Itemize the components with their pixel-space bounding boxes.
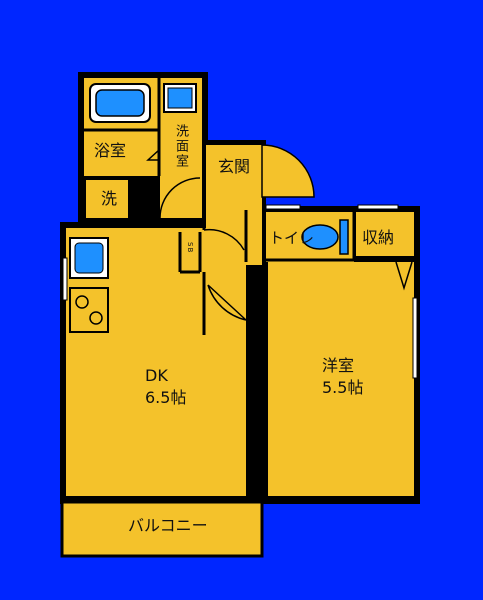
bathtub-basin: [95, 89, 145, 117]
toilet-bowl: [301, 224, 339, 250]
room-label-washroom: 洗面室: [172, 124, 188, 169]
balcony-floor: [60, 500, 264, 558]
room-label-bath: 浴室: [94, 141, 127, 160]
toilet-tank: [339, 219, 349, 255]
room-label-washer: 洗: [101, 189, 118, 208]
windows: [62, 204, 418, 379]
western-floor: [268, 262, 414, 496]
room-label-shoe-box: SB: [186, 242, 195, 254]
stove: [69, 287, 109, 333]
kitchen-sink-bowl: [74, 242, 104, 274]
room-label-balcony: バルコニー: [128, 516, 208, 535]
bath-lower-floor: [84, 130, 159, 176]
room-label-western: 洋室 5.5帖: [322, 356, 364, 398]
room-label-dk: DK 6.5帖: [145, 366, 187, 408]
dk-size: 6.5帖: [145, 388, 187, 408]
dk-name: DK: [145, 366, 168, 385]
room-label-entrance: 玄関: [218, 157, 251, 176]
storage-floor: [356, 212, 414, 256]
door-swings: [146, 149, 413, 321]
entrance-floor: [206, 145, 262, 205]
western-size: 5.5帖: [322, 378, 364, 398]
western-name: 洋室: [322, 356, 355, 375]
burner: [89, 311, 103, 325]
burner: [75, 295, 89, 309]
room-label-toilet: トイレ: [269, 229, 315, 247]
wash-basin-bowl: [167, 87, 193, 109]
entrance-door-swing: [261, 144, 315, 198]
washer-floor: [86, 180, 128, 218]
room-label-storage: 収納: [362, 228, 395, 247]
